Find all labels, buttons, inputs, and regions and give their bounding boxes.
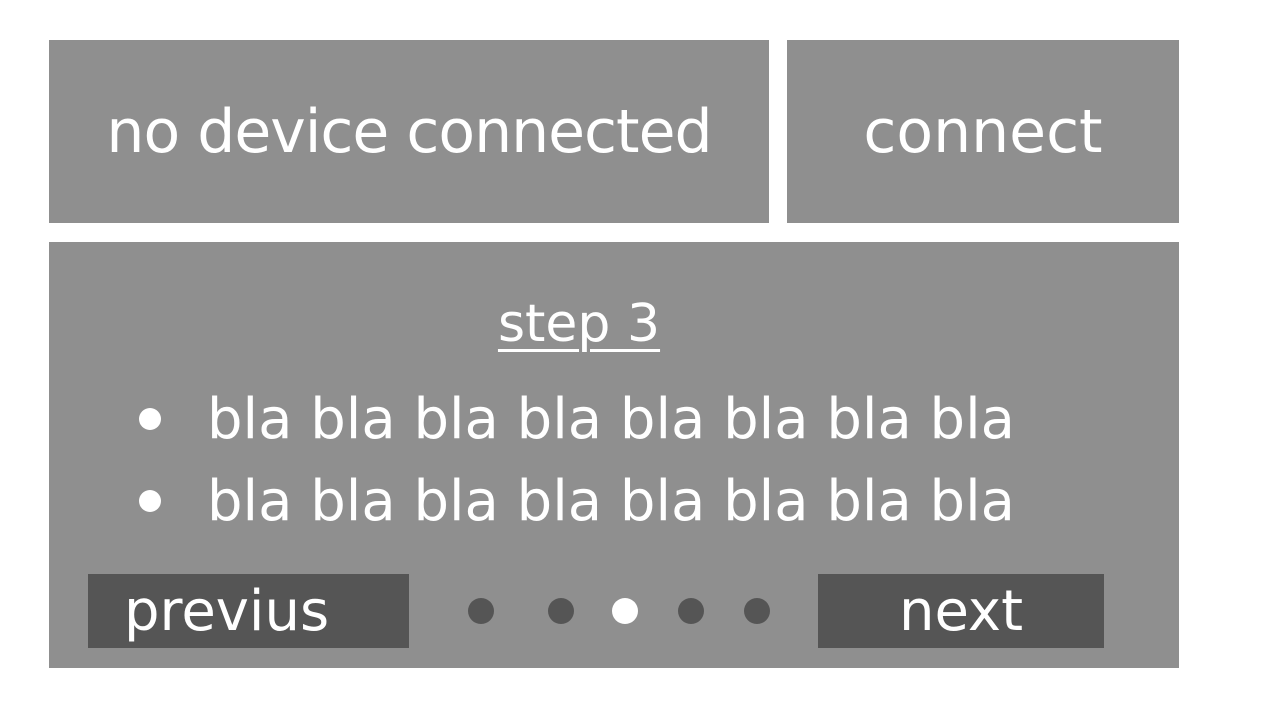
bullet-icon bbox=[139, 408, 161, 430]
connect-button-label: connect bbox=[863, 96, 1103, 167]
bullet-icon bbox=[139, 490, 161, 512]
next-button-label: next bbox=[898, 578, 1024, 644]
step-bullet-item: bla bla bla bla bla bla bla bla bbox=[139, 468, 1015, 534]
next-button[interactable]: next bbox=[818, 574, 1104, 648]
step-dot-active[interactable] bbox=[612, 598, 638, 624]
step-dot[interactable] bbox=[548, 598, 574, 624]
step-panel: step 3 bla bla bla bla bla bla bla bla b… bbox=[49, 242, 1179, 668]
step-dot[interactable] bbox=[678, 598, 704, 624]
previous-button[interactable]: previus bbox=[88, 574, 409, 648]
previous-button-label: previus bbox=[124, 578, 330, 644]
step-bullet-text: bla bla bla bla bla bla bla bla bbox=[207, 386, 1015, 452]
connect-button[interactable]: connect bbox=[787, 40, 1179, 223]
device-status-panel: no device connected bbox=[49, 40, 769, 223]
device-status-text: no device connected bbox=[106, 96, 712, 167]
step-title: step 3 bbox=[497, 294, 661, 354]
step-dot[interactable] bbox=[468, 598, 494, 624]
step-bullet-item: bla bla bla bla bla bla bla bla bbox=[139, 386, 1015, 452]
step-bullet-text: bla bla bla bla bla bla bla bla bbox=[207, 468, 1015, 534]
step-dot[interactable] bbox=[744, 598, 770, 624]
